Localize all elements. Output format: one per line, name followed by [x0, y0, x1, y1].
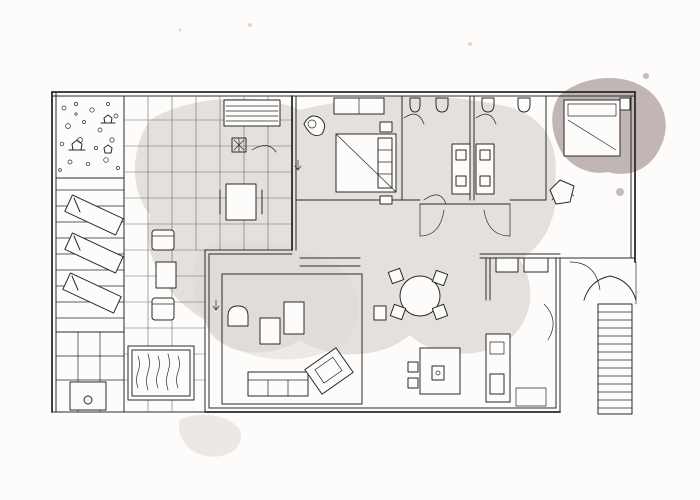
toilet-2: [435, 97, 449, 113]
arrow-living: [212, 299, 220, 311]
recliner: [304, 347, 354, 395]
door-corridor-right: [483, 203, 511, 237]
armchair-1: [151, 229, 175, 251]
door-bath-1: [403, 113, 425, 125]
jacuzzi: [127, 345, 195, 401]
lounge-chair-bedroom: [303, 115, 326, 137]
terrace-door-arc: [251, 145, 277, 153]
bench: [373, 305, 387, 321]
door-bath-2: [475, 113, 497, 125]
nightstand-2: [379, 195, 393, 205]
bed-bedroom2: [563, 99, 621, 157]
bathroom-1: [409, 97, 471, 195]
fridge: [495, 257, 519, 273]
planter-box: [231, 137, 247, 153]
wash-bottom-left: [178, 414, 241, 457]
wardrobe: [333, 97, 385, 115]
kitchen-counter: [485, 333, 511, 403]
nightstand-3: [619, 97, 631, 111]
doors: [212, 113, 601, 341]
outdoor-shower: [69, 381, 107, 411]
dining-area: [387, 267, 449, 321]
round-dining-table: [399, 275, 441, 317]
outer-walls: [51, 91, 636, 413]
interior-walls: [204, 95, 636, 413]
wash-speck-e: [248, 23, 252, 27]
door-corridor-left: [419, 203, 445, 237]
dining-chair-se: [431, 303, 449, 321]
nightstand-1: [379, 121, 393, 133]
dining-chair-ne: [431, 269, 449, 287]
ottoman: [283, 301, 305, 335]
toilet-1: [409, 97, 421, 113]
stair-arch: [583, 275, 637, 301]
wash-central-light: [192, 241, 359, 360]
shrub-1: [100, 114, 116, 124]
basin-1a: [455, 149, 467, 161]
garden-strip: [55, 95, 125, 413]
tiled-terrace: [123, 95, 293, 413]
coffee-table-terrace: [155, 261, 177, 289]
armchair-2: [151, 297, 175, 321]
door-bedroom: [423, 194, 447, 205]
shrub-3: [103, 144, 113, 154]
bar-stool-2: [407, 377, 419, 389]
dining-table-terrace: [219, 183, 263, 221]
gravel-pebbles: [58, 102, 120, 172]
dining-chair-sw: [389, 303, 407, 321]
sun-lounger-3: [62, 272, 122, 314]
wash-speck-b: [616, 188, 624, 196]
armchair-bedroom2: [549, 179, 575, 205]
wash-speck-a: [643, 73, 649, 79]
master-bedroom: [303, 97, 397, 205]
arrow-terrace: [294, 159, 302, 171]
sun-lounger-2: [64, 232, 124, 274]
door-kitchen: [543, 303, 554, 341]
door-stair: [569, 261, 601, 291]
tub-chair: [227, 305, 249, 327]
double-bed: [335, 133, 397, 193]
toilet-3: [481, 97, 495, 113]
basin-2a: [479, 149, 491, 161]
rug: [221, 273, 363, 405]
kitchen: [407, 257, 549, 407]
living-room: [221, 273, 387, 405]
sofa: [247, 371, 309, 397]
staircase: [583, 261, 637, 415]
watercolor-washes: [135, 23, 666, 457]
second-bedroom: [549, 97, 631, 205]
wash-speck-c: [468, 42, 472, 46]
kitchen-door-unit: [515, 387, 547, 407]
toilet-4: [517, 97, 531, 113]
pantry: [523, 257, 549, 273]
basin-1b: [455, 175, 467, 187]
kitchen-island: [419, 347, 461, 395]
wash-speck-d: [178, 28, 182, 32]
bathroom-2: [475, 97, 531, 195]
shrub-2: [68, 139, 86, 151]
dining-chair-n: [387, 267, 405, 285]
bbq-grill: [223, 99, 281, 127]
bar-stool-1: [407, 361, 419, 373]
basin-2b: [479, 175, 491, 187]
side-table: [259, 317, 281, 345]
sun-lounger-1: [64, 194, 124, 236]
